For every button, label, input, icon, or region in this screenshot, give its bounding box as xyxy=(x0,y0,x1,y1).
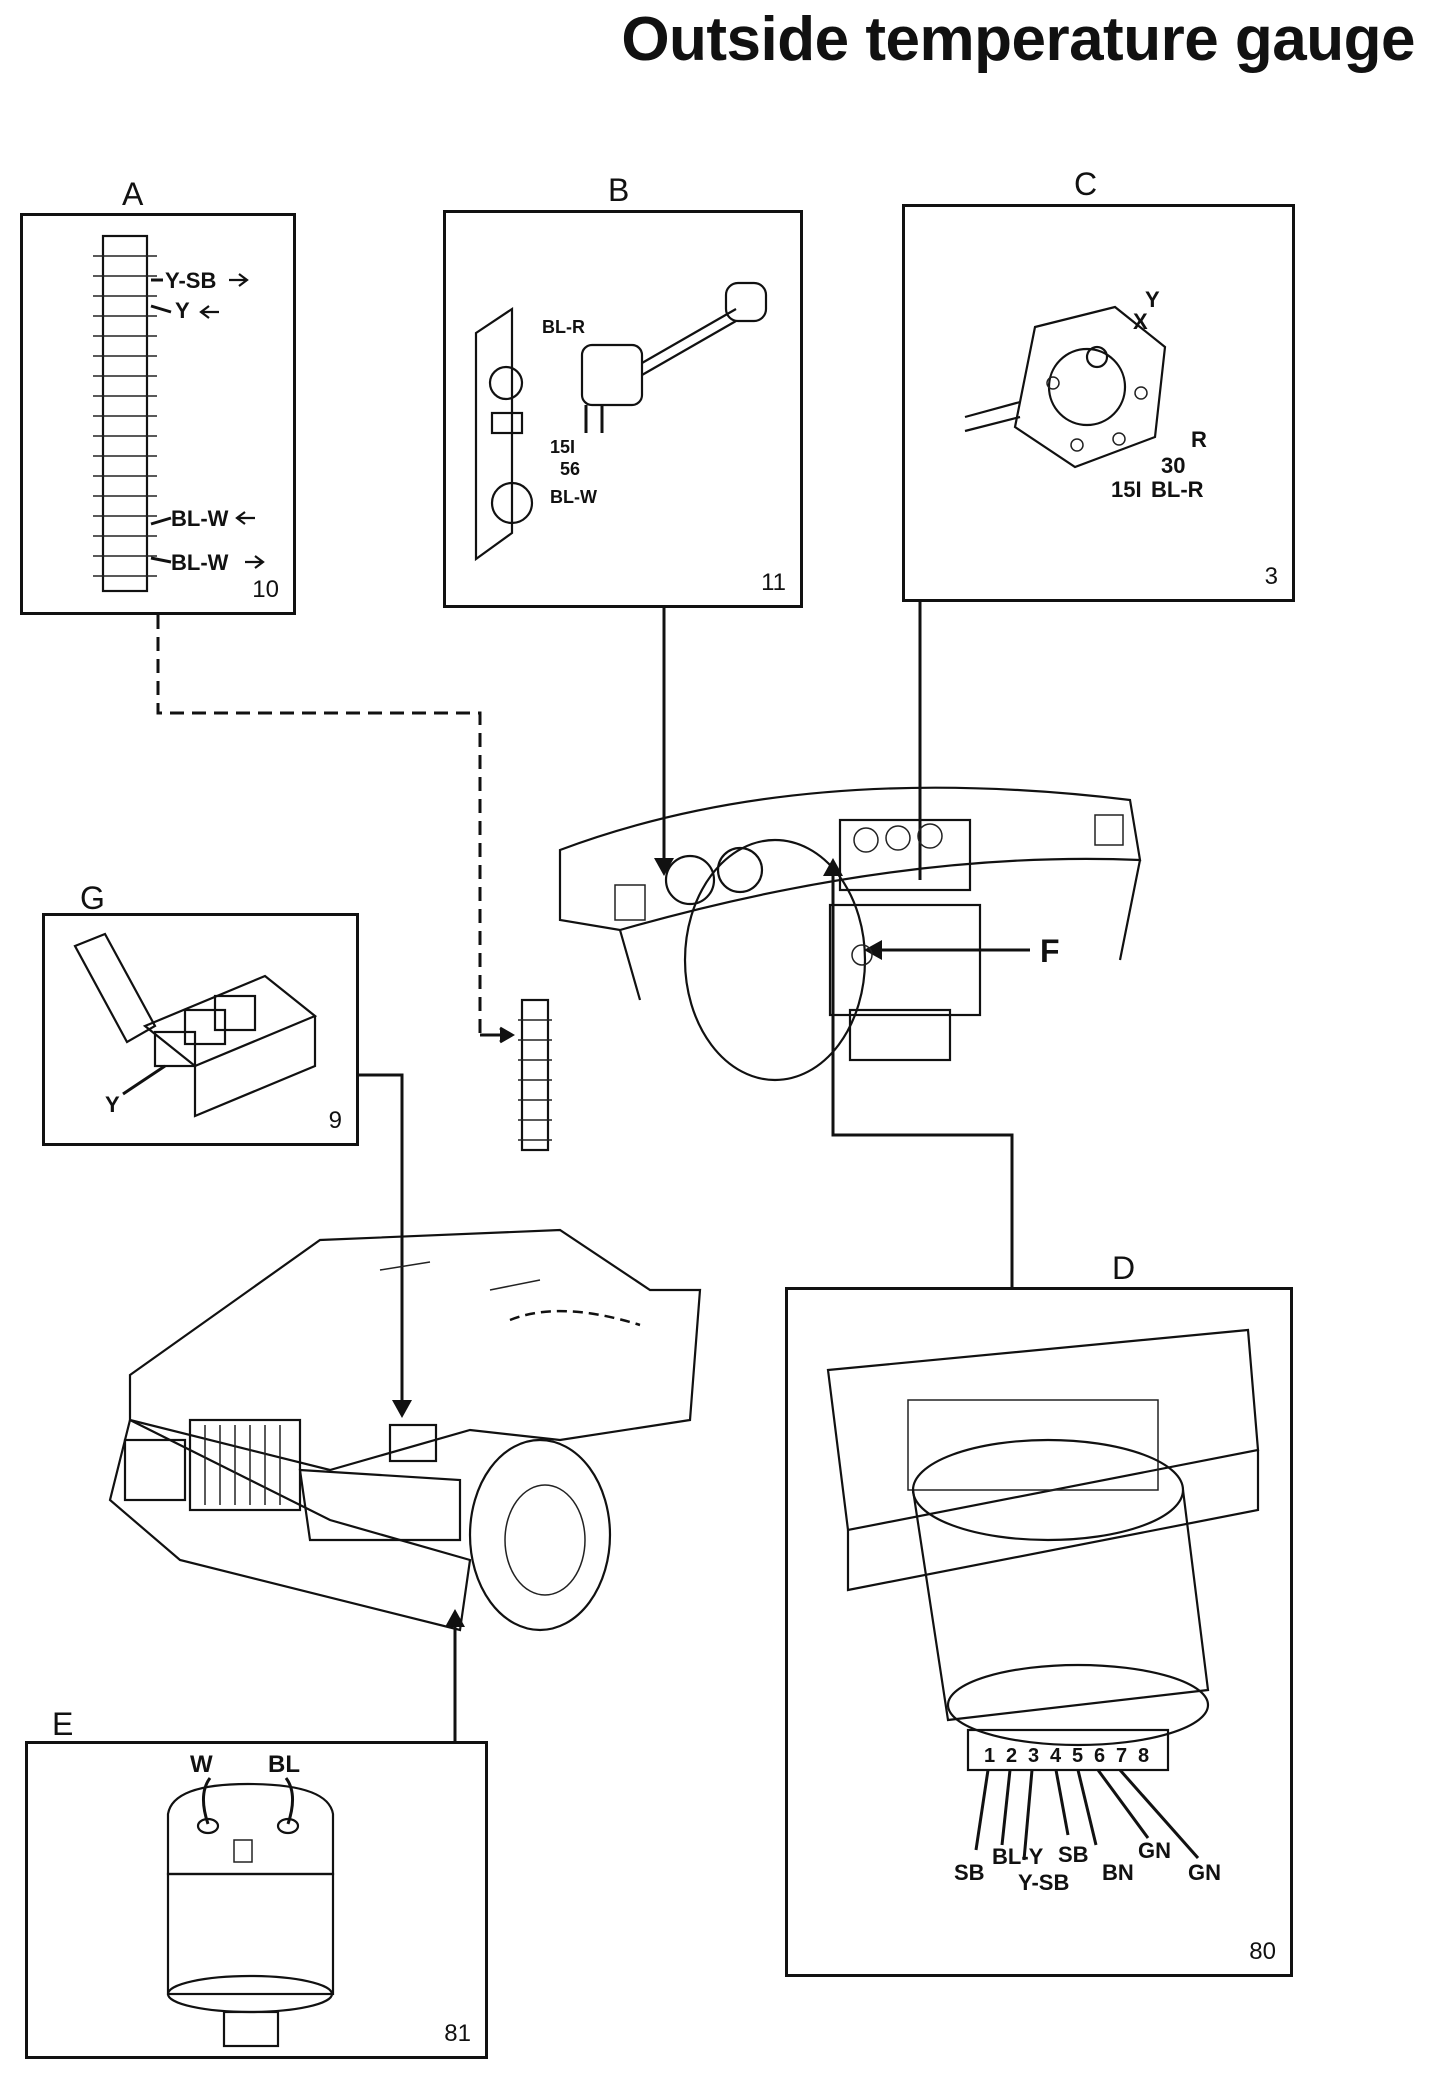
gauge-drawing: 1 2 3 4 5 6 7 8 SB BL-Y Y-SB SB BN GN GN xyxy=(826,1328,1260,1895)
arrow-left-icon xyxy=(199,305,219,319)
pin-number-7: 7 xyxy=(1116,1745,1127,1767)
dashboard-illustration: F xyxy=(558,786,1142,1082)
wire-label-y: Y xyxy=(1145,287,1160,312)
panel-b-label: B xyxy=(608,172,630,208)
wire-label-y-sb: Y-SB xyxy=(1018,1870,1069,1895)
panel-c-label: C xyxy=(1074,166,1098,202)
car-illustration xyxy=(108,1228,702,1632)
panel-e-number: 81 xyxy=(444,2020,471,2047)
callout-f: F xyxy=(1040,933,1060,969)
pin-numbers: 1 2 3 4 5 6 7 8 xyxy=(984,1745,1149,1767)
wire-label-bn: BN xyxy=(1102,1860,1134,1885)
wire-label-y-sb: Y-SB xyxy=(165,268,216,293)
panel-g-relay-box: Y 9 xyxy=(42,913,359,1146)
arrow-down-icon xyxy=(654,858,674,876)
pin-number-4: 4 xyxy=(1050,1745,1062,1767)
wire-label-gn-1: GN xyxy=(1138,1838,1171,1863)
arrow-left-icon xyxy=(864,940,882,960)
panel-a-fuse-box: Y-SB Y BL-W BL-W 10 xyxy=(20,213,296,615)
wire-label-bl-w: BL-W xyxy=(550,487,597,507)
wire-label-bl-w-1: BL-W xyxy=(171,506,229,531)
wire-label-y: Y xyxy=(105,1092,120,1117)
arrow-right-icon xyxy=(480,1026,515,1044)
panel-d-number: 80 xyxy=(1249,1938,1276,1965)
wire-label-bl-w-2: BL-W xyxy=(171,550,229,575)
terminal-label-15i: 15I xyxy=(550,437,575,457)
pin-number-2: 2 xyxy=(1006,1745,1017,1767)
panel-c-connector: Y X R 30 15I BL-R 3 xyxy=(902,204,1295,602)
connector-drawing: Y X R 30 15I BL-R xyxy=(964,287,1207,502)
wire-label-gn-2: GN xyxy=(1188,1860,1221,1885)
wire-label-r: R xyxy=(1191,427,1207,452)
fuse-strip-drawing: Y-SB Y BL-W BL-W xyxy=(93,234,265,593)
panel-a-number: 10 xyxy=(252,576,279,603)
panel-c-number: 3 xyxy=(1264,563,1278,590)
wire-label-bl: BL xyxy=(268,1751,300,1778)
terminal-label-56: 56 xyxy=(560,459,580,479)
wire-label-y: Y xyxy=(175,298,190,323)
terminal-label-15i: 15I xyxy=(1111,477,1142,502)
pin-number-1: 1 xyxy=(984,1745,995,1767)
wire-label-sb: SB xyxy=(954,1860,985,1885)
line-g xyxy=(359,1073,404,1410)
wire-label-sb-2: SB xyxy=(1058,1842,1089,1867)
panel-d-gauge: 1 2 3 4 5 6 7 8 SB BL-Y Y-SB SB BN GN GN… xyxy=(785,1287,1293,1977)
panel-g-number: 9 xyxy=(328,1107,342,1134)
panel-g-label: G xyxy=(80,880,105,916)
panel-e-sensor: W BL 81 xyxy=(25,1741,488,2059)
panel-b-number: 11 xyxy=(761,569,786,596)
line-d xyxy=(831,862,1014,1287)
pin-number-3: 3 xyxy=(1028,1745,1039,1767)
arrow-right-icon xyxy=(229,273,249,287)
wire-label-bl-r: BL-R xyxy=(1151,477,1204,502)
pin-number-8: 8 xyxy=(1138,1745,1149,1767)
wire-label-bl-y: BL-Y xyxy=(992,1844,1044,1869)
sensor-drawing: W BL xyxy=(166,1751,335,2048)
pin-number-6: 6 xyxy=(1094,1745,1105,1767)
arrow-down-icon xyxy=(392,1400,412,1418)
fuse-strip-small xyxy=(518,998,552,1152)
panel-b-switch: BL-R 15I 56 BL-W 11 xyxy=(443,210,803,608)
arrow-right-icon xyxy=(245,555,265,569)
page-title: Outside temperature gauge xyxy=(621,5,1415,74)
wire-label-w: W xyxy=(190,1751,213,1778)
wire-label-x: X xyxy=(1133,309,1148,334)
panel-e-label: E xyxy=(52,1706,74,1742)
terminal-label-30: 30 xyxy=(1161,453,1185,478)
panel-a-label: A xyxy=(122,176,144,212)
pin-number-5: 5 xyxy=(1072,1745,1083,1767)
panel-d-label: D xyxy=(1112,1250,1136,1286)
relay-box-drawing: Y xyxy=(73,932,318,1118)
wire-label-bl-r: BL-R xyxy=(542,317,585,337)
switch-drawing: BL-R 15I 56 BL-W xyxy=(474,281,768,562)
arrow-up-icon xyxy=(445,1609,465,1627)
arrow-left-icon xyxy=(235,511,255,525)
arrow-up-icon xyxy=(823,858,843,876)
